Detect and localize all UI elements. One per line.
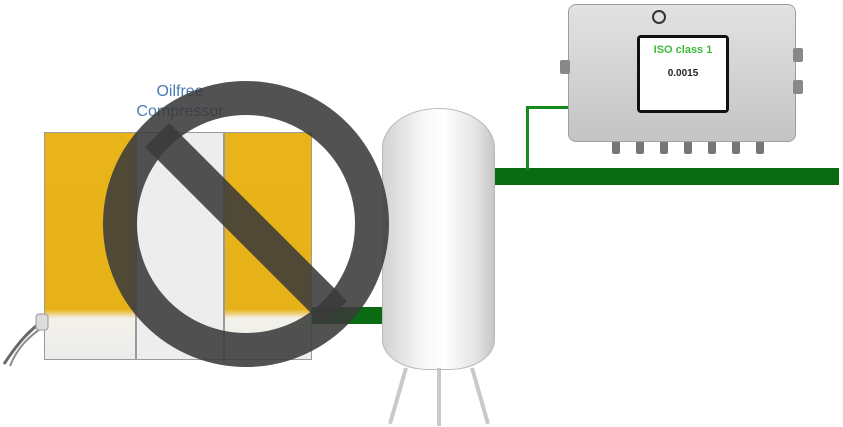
screen-reading: 0.0015 <box>667 68 699 79</box>
compressor-panel-right <box>224 132 312 360</box>
side-port-left <box>560 60 570 74</box>
device-connector <box>756 142 764 154</box>
tank-leg-right <box>470 367 490 425</box>
device-connector <box>612 142 620 154</box>
sampling-line-horizontal <box>526 106 572 109</box>
device-connector <box>684 142 692 154</box>
oilfree-compressor <box>44 132 312 360</box>
compressor-panel-middle <box>136 132 224 360</box>
device-connector <box>660 142 668 154</box>
compressor-panel-left <box>44 132 136 360</box>
compressor-label: Oilfree Compressor <box>110 82 250 122</box>
air-receiver-tank <box>382 108 495 370</box>
tank-leg-left <box>388 367 408 425</box>
device-connector <box>636 142 644 154</box>
compressor-label-line2: Compressor <box>136 103 224 120</box>
brand-logo-icon <box>652 10 666 24</box>
device-connector <box>732 142 740 154</box>
power-cable-icon <box>2 313 49 367</box>
device-connector <box>708 142 716 154</box>
pipe-compressor-to-tank <box>312 307 390 324</box>
sampling-line-vertical <box>526 108 529 170</box>
tank-leg-middle <box>437 368 441 426</box>
side-port-right-top <box>793 48 803 62</box>
pipe-main-line <box>495 168 839 185</box>
screen-iso-class: ISO class 1 <box>653 44 713 56</box>
side-port-right-bottom <box>793 80 803 94</box>
compressor-label-line1: Oilfree <box>156 83 204 100</box>
device-screen: ISO class 1 0.0015 <box>637 35 729 113</box>
